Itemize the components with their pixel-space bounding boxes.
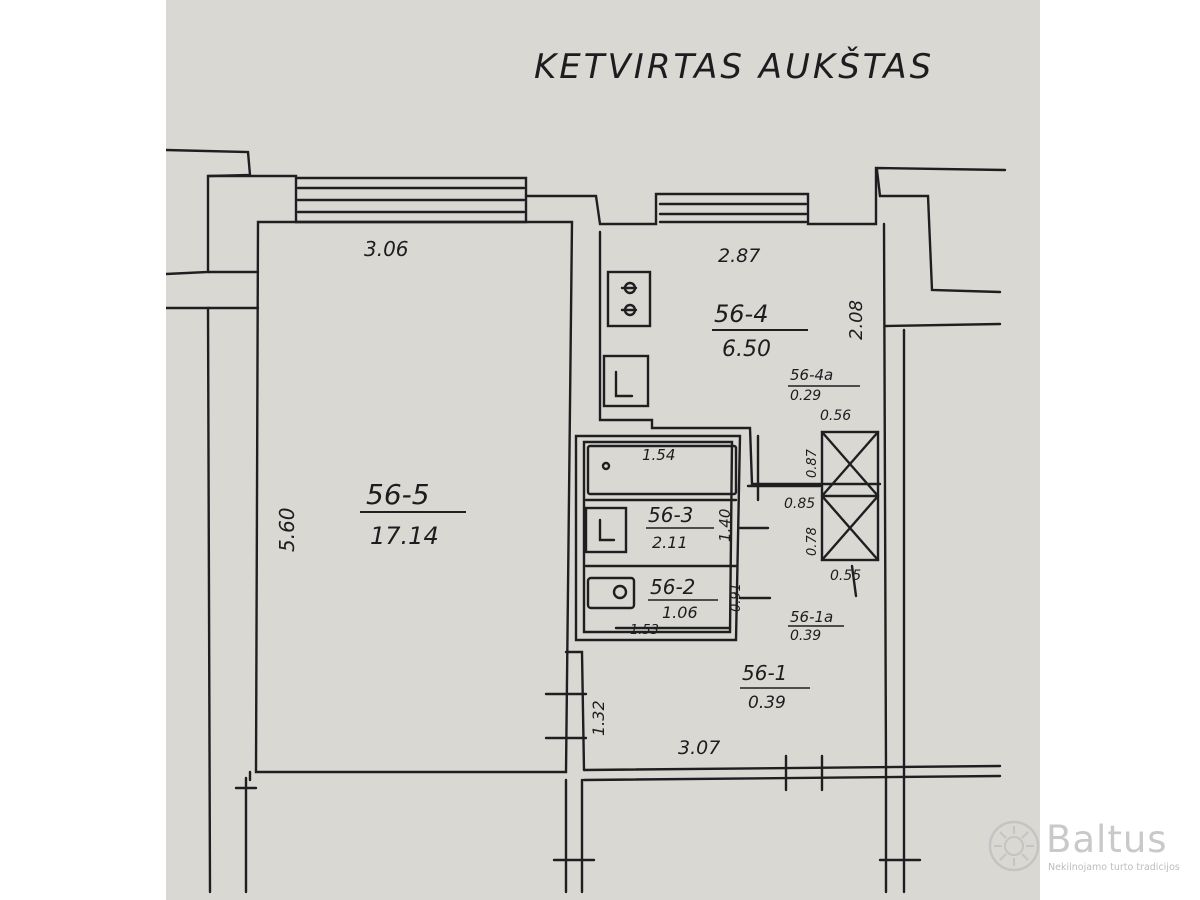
room-56-5-outline <box>254 220 574 774</box>
tick-marks <box>738 526 772 600</box>
room-56-5-area: 17.14 <box>370 522 439 550</box>
door-ticks <box>544 692 588 740</box>
room-56-1-area: 0.39 <box>748 693 786 713</box>
dimension-2-87: 2.87 <box>718 245 760 267</box>
dimension-0-87: 0.87 <box>805 448 820 478</box>
baltus-logo-icon <box>988 820 1040 872</box>
neighbour-wall-left-top <box>166 148 252 276</box>
dimension-1-54: 1.54 <box>642 446 675 464</box>
room-56-1a-label: 56-1a <box>790 608 833 626</box>
bottom-wall <box>582 764 1002 782</box>
room-56-1-label: 56-1 <box>742 661 787 685</box>
dimension-1-53: 1.53 <box>630 623 659 638</box>
top-wall-right <box>524 166 1007 226</box>
dimension-0-56: 0.56 <box>820 408 851 424</box>
ventilation-shaft-cross <box>820 430 880 562</box>
right-inner-wall <box>882 222 888 772</box>
stove <box>606 270 652 328</box>
door-ticks-bottom <box>784 754 824 792</box>
room-56-1a-area: 0.39 <box>790 628 821 644</box>
wall-segment <box>206 270 260 310</box>
neighbour-wall-right-top <box>875 168 1002 294</box>
baltus-tagline: Nekilnojamo turto tradicijos <box>1048 862 1180 873</box>
baltus-watermark: Baltus Nekilnojamo turto tradicijos <box>988 818 1193 888</box>
dimension-1-32: 1.32 <box>589 700 608 736</box>
bathroom-block <box>574 434 742 642</box>
dimension-0-55: 0.55 <box>830 568 861 584</box>
dimension-2-08: 2.08 <box>846 300 867 340</box>
room-56-4-area: 6.50 <box>722 337 771 362</box>
dimension-5-60: 5.60 <box>275 507 299 552</box>
baltus-brand-name: Baltus <box>1046 818 1168 861</box>
room-56-4-label: 56-4 <box>714 300 768 328</box>
room-56-2-label: 56-2 <box>650 575 695 599</box>
dimension-0-78: 0.78 <box>805 527 820 556</box>
dimension-0-91: 0.91 <box>729 583 744 612</box>
neighbour-wall-left <box>166 306 212 894</box>
lower-walls <box>234 776 922 894</box>
tick-line <box>850 564 858 598</box>
bathroom-inner <box>582 440 734 634</box>
corridor-wall <box>564 650 586 772</box>
room-56-5-label: 56-5 <box>366 478 430 511</box>
bathtub <box>586 444 738 496</box>
plan-title: KETVIRTAS AUKŠTAS <box>534 46 934 87</box>
floor-plan-paper: KETVIRTAS AUKŠTAS 56-5 17.14 56-4 6.50 5… <box>166 0 1040 900</box>
room-56-2-area: 1.06 <box>662 603 698 622</box>
toilet <box>586 576 636 610</box>
dimension-3-06: 3.06 <box>364 237 409 261</box>
room-56-4a-label: 56-4a <box>790 366 833 384</box>
kitchen-sink <box>602 354 650 408</box>
window-main-room <box>296 186 526 214</box>
window-kitchen <box>658 202 808 224</box>
kitchen-wall <box>598 230 882 486</box>
dimension-3-07: 3.07 <box>678 737 720 759</box>
stove-burner-line <box>620 286 638 312</box>
room-56-3-area: 2.11 <box>652 533 688 552</box>
washbasin-tap <box>598 518 616 542</box>
right-neighbour-wall <box>884 322 1002 894</box>
bathtub-drain <box>601 461 611 471</box>
dimension-1-40: 1.40 <box>716 509 734 542</box>
kitchen-sink-tap <box>614 370 634 398</box>
room-56-3-label: 56-3 <box>648 503 693 527</box>
dimension-0-85: 0.85 <box>784 496 815 512</box>
room-56-4a-area: 0.29 <box>790 388 821 404</box>
floor-plan-drawing: KETVIRTAS AUKŠTAS 56-5 17.14 56-4 6.50 5… <box>166 46 1007 894</box>
washbasin <box>584 506 628 554</box>
toilet-bowl <box>612 584 628 600</box>
